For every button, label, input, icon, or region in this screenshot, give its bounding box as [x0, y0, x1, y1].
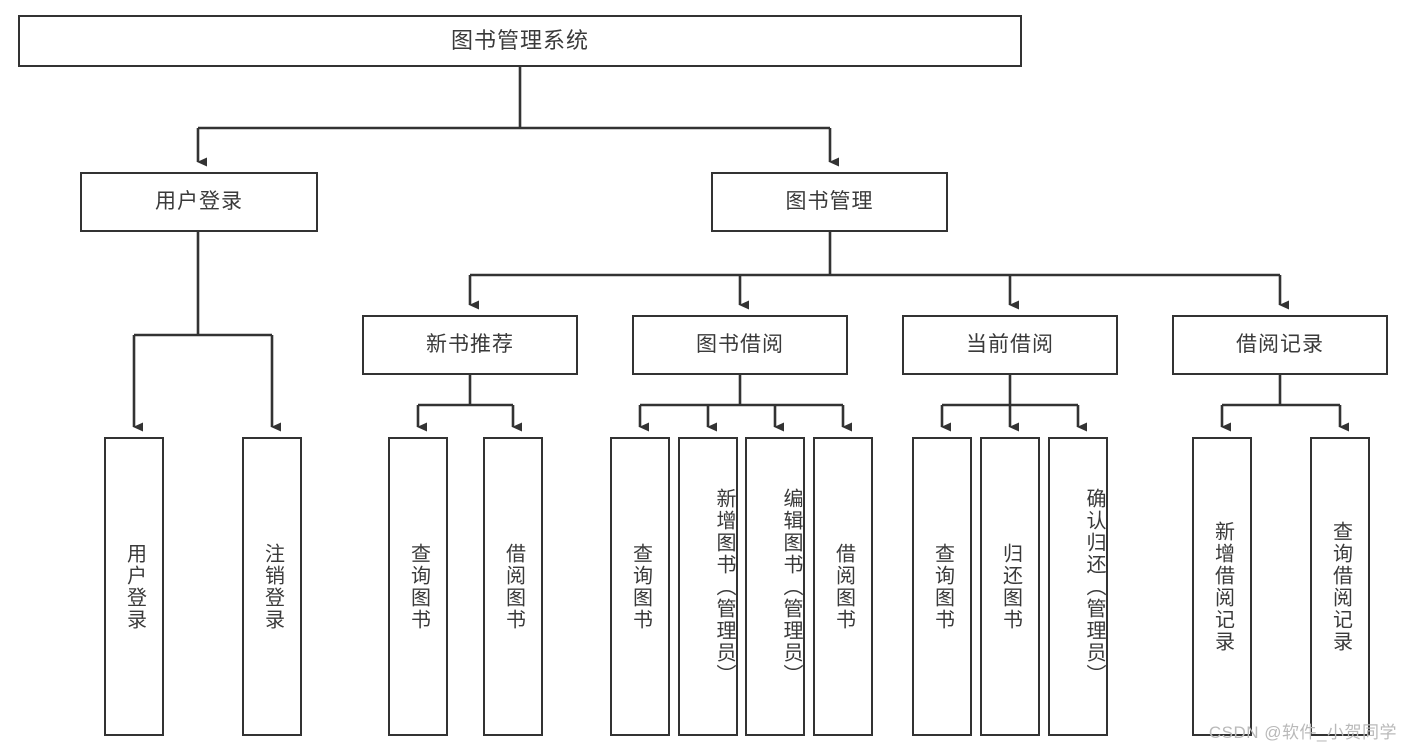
node-root-system[interactable]: 图书管理系统 [18, 15, 1022, 67]
node-label: 借阅图书 [832, 542, 855, 631]
node-current-borrow[interactable]: 当前借阅 [902, 315, 1118, 375]
node-leaf-return-book[interactable]: 归还图书 [980, 437, 1040, 736]
node-label: 查询图书 [931, 542, 954, 631]
watermark-text: CSDN @软件_小贺同学 [1208, 723, 1397, 742]
node-label: 注销登录 [261, 542, 284, 631]
node-label: 图书借阅 [696, 332, 784, 356]
node-label: 新书推荐 [426, 332, 514, 356]
node-label: 归还图书 [999, 542, 1022, 631]
node-label: 新增借阅记录 [1211, 520, 1234, 653]
node-label: 当前借阅 [966, 332, 1054, 356]
node-leaf-user-login[interactable]: 用户登录 [104, 437, 164, 736]
node-leaf-add-record[interactable]: 新增借阅记录 [1192, 437, 1252, 736]
node-leaf-add-book[interactable]: 新增图书（管理员） [678, 437, 738, 736]
node-label: 查询图书 [629, 542, 652, 631]
node-label: 用户登录 [123, 542, 146, 631]
node-label: 图书管理 [785, 189, 874, 213]
node-leaf-user-logout[interactable]: 注销登录 [242, 437, 302, 736]
node-leaf-edit-book[interactable]: 编辑图书（管理员） [745, 437, 805, 736]
node-label: 借阅图书 [502, 542, 525, 631]
node-new-book-recommend[interactable]: 新书推荐 [362, 315, 578, 375]
node-borrow-record[interactable]: 借阅记录 [1172, 315, 1388, 375]
node-label: 编辑图书（管理员） [780, 487, 802, 686]
node-leaf-query-book-3[interactable]: 查询图书 [912, 437, 972, 736]
node-label: 确认归还（管理员） [1083, 487, 1105, 686]
node-label: 图书管理系统 [450, 28, 589, 54]
node-label: 查询图书 [407, 542, 430, 631]
node-label: 用户登录 [155, 189, 243, 213]
node-book-manage[interactable]: 图书管理 [711, 172, 948, 232]
node-book-borrow[interactable]: 图书借阅 [632, 315, 848, 375]
node-leaf-borrow-book-1[interactable]: 借阅图书 [483, 437, 543, 736]
node-label: 查询借阅记录 [1329, 520, 1352, 653]
node-label: 新增图书（管理员） [713, 487, 735, 686]
node-leaf-query-record[interactable]: 查询借阅记录 [1310, 437, 1370, 736]
node-leaf-confirm-return[interactable]: 确认归还（管理员） [1048, 437, 1108, 736]
node-label: 借阅记录 [1236, 332, 1324, 356]
node-leaf-borrow-book-2[interactable]: 借阅图书 [813, 437, 873, 736]
node-leaf-query-book-1[interactable]: 查询图书 [388, 437, 448, 736]
node-leaf-query-book-2[interactable]: 查询图书 [610, 437, 670, 736]
node-user-login[interactable]: 用户登录 [80, 172, 318, 232]
